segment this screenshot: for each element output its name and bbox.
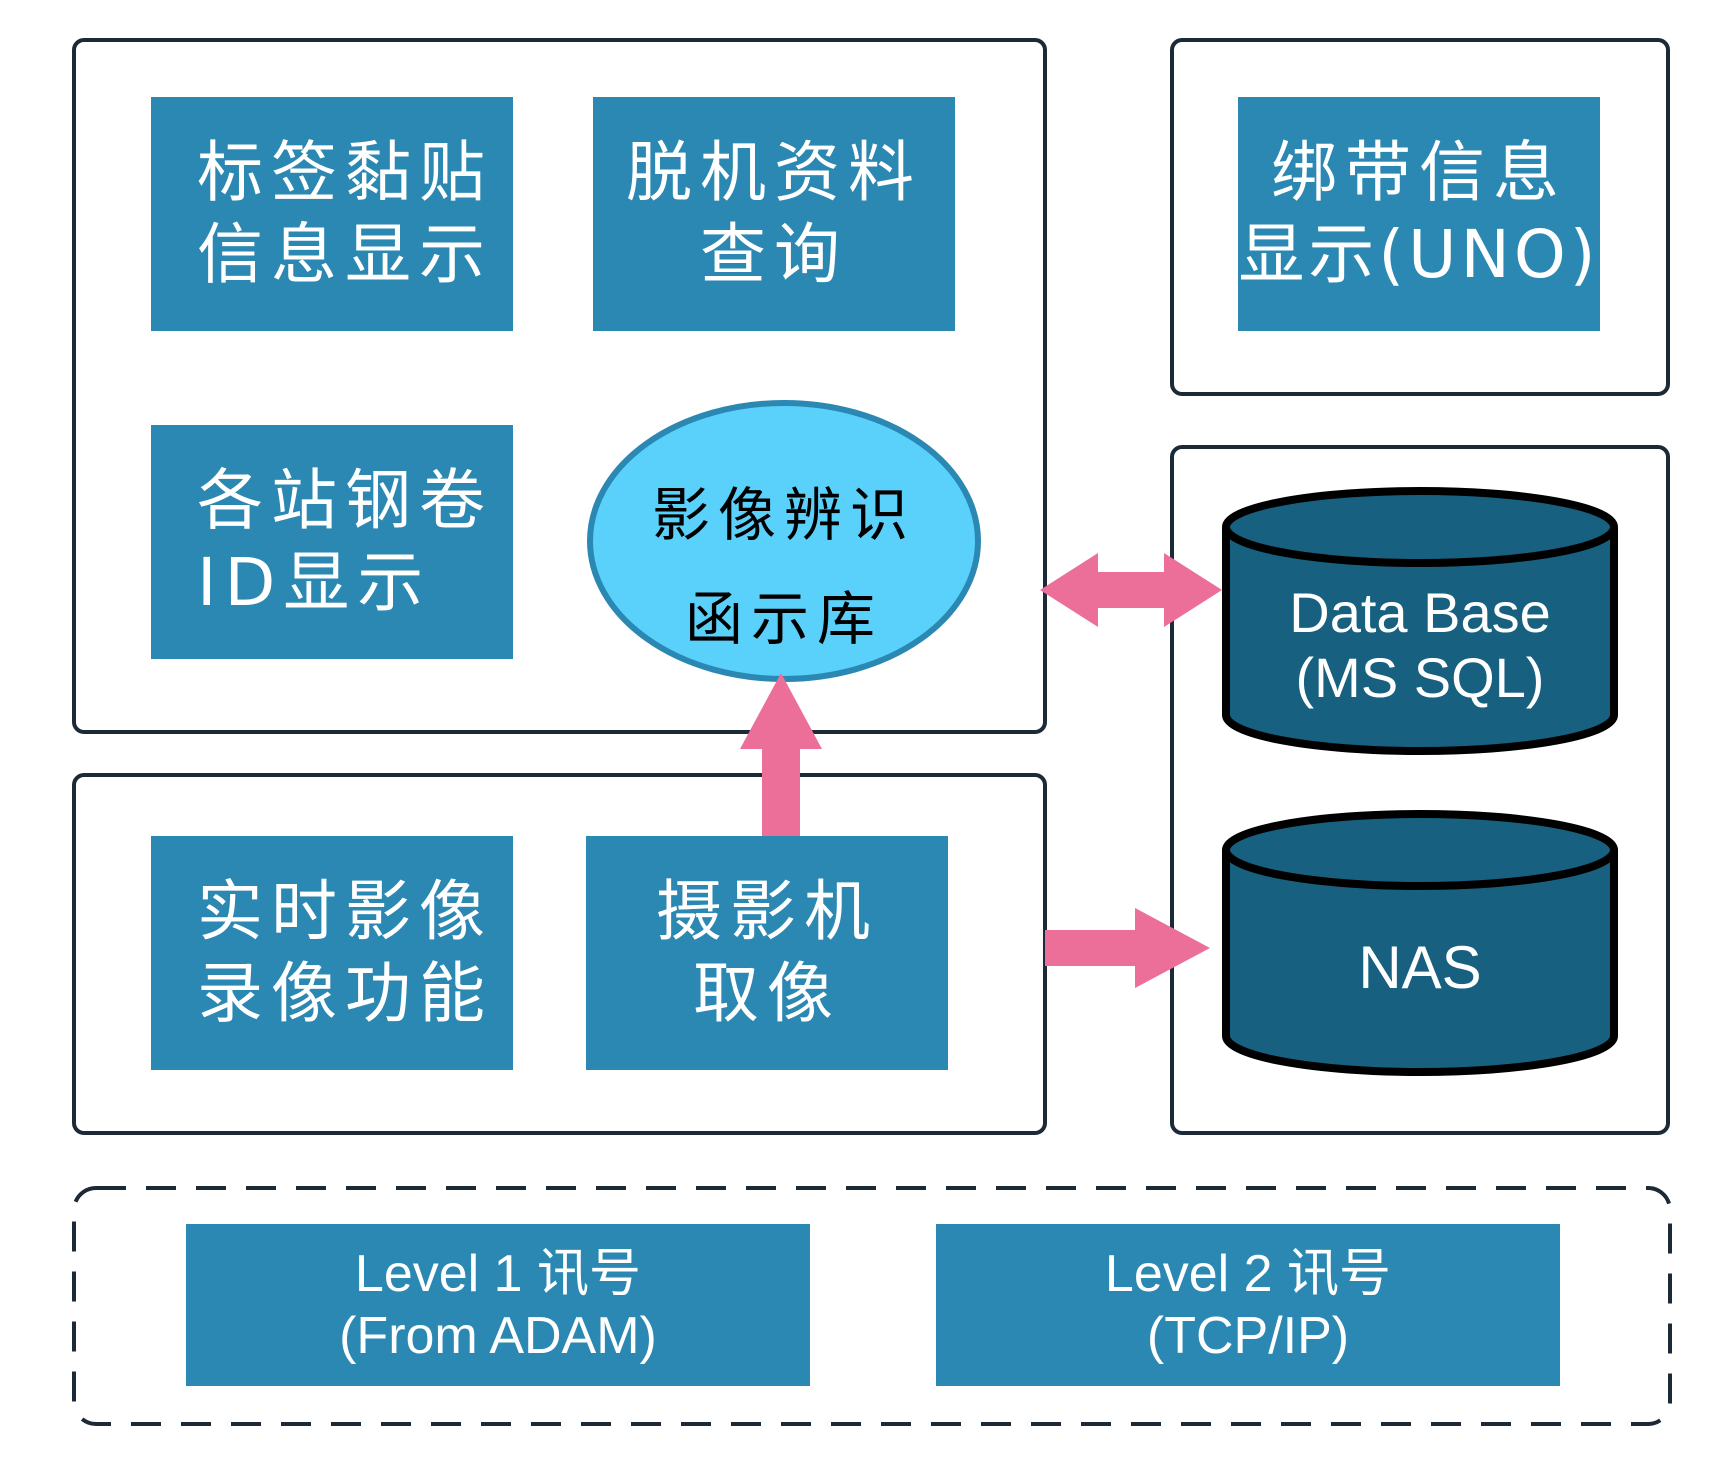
- level2-line1: Level 2 讯号: [1104, 1245, 1392, 1303]
- camera-capture-line2: 取像: [693, 955, 841, 1032]
- label-info-box: 标签黏贴 信息显示: [151, 97, 513, 331]
- offline-query-line1: 脱机资料: [626, 134, 922, 211]
- database-line1: Data Base: [1289, 581, 1551, 644]
- database-line2: (MS SQL): [1295, 646, 1545, 709]
- level1-line1: Level 1 讯号: [354, 1245, 642, 1303]
- strap-info-line2: 显示(UNO): [1238, 216, 1600, 293]
- level2-signal-box: Level 2 讯号 (TCP/IP): [936, 1224, 1560, 1386]
- realtime-record-line2: 录像功能: [197, 955, 493, 1032]
- label-info-line1: 标签黏贴: [197, 134, 493, 211]
- camera-capture-box: 摄影机 取像: [586, 836, 948, 1070]
- camera-to-library-arrow: [740, 673, 822, 836]
- label-info-line2: 信息显示: [197, 216, 493, 293]
- coil-id-line1: 各站钢卷: [197, 462, 493, 539]
- nas-cylinder: [1222, 810, 1618, 1076]
- strap-info-box: 绑带信息 显示(UNO): [1238, 97, 1600, 331]
- offline-query-line2: 查询: [700, 216, 848, 293]
- level1-signal-box: Level 1 讯号 (From ADAM): [186, 1224, 810, 1386]
- database-cylinder: [1222, 487, 1618, 755]
- coil-id-box: 各站钢卷 ID显示: [151, 425, 513, 659]
- nas-label: NAS: [1358, 934, 1482, 1001]
- camera-capture-line1: 摄影机: [656, 873, 878, 950]
- panel-database-double-arrow: [1040, 553, 1222, 627]
- realtime-record-box: 实时影像 录像功能: [151, 836, 513, 1070]
- ellipse-line2: 函示库: [684, 585, 883, 653]
- coil-id-line2: ID显示: [197, 544, 432, 621]
- offline-query-box: 脱机资料 查询: [593, 97, 955, 331]
- ellipse-line1: 影像辨识: [651, 481, 916, 549]
- strap-info-line1: 绑带信息: [1271, 134, 1567, 211]
- level2-line2: (TCP/IP): [1146, 1307, 1350, 1365]
- level1-line2: (From ADAM): [339, 1307, 657, 1365]
- realtime-record-line1: 实时影像: [197, 873, 493, 950]
- camera-to-nas-arrow: [1045, 908, 1210, 988]
